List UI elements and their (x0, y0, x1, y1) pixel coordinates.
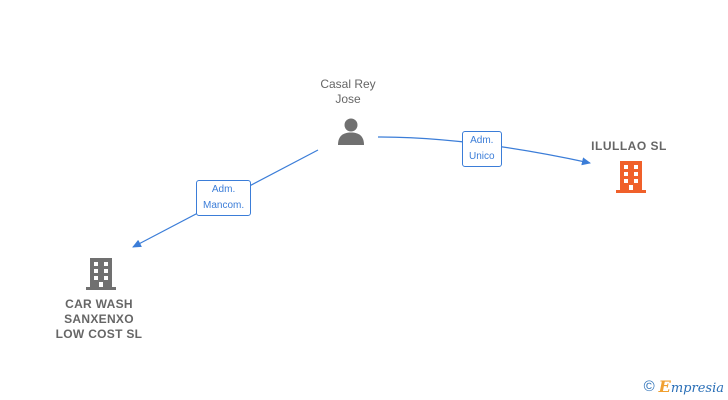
building-icon[interactable] (615, 160, 647, 194)
edge-label-line: Adm. (211, 184, 236, 195)
person-name-label[interactable]: Casal Rey Jose (320, 77, 376, 106)
person-icon[interactable] (336, 116, 366, 146)
brand-logo-text: mpresia (670, 381, 724, 396)
building-icon[interactable] (85, 257, 117, 291)
edge-label-line: Unico (469, 151, 495, 162)
brand-logo: Empresia (659, 377, 724, 396)
brand-logo-initial: E (658, 377, 671, 396)
edge-label-adm-mancom[interactable]: Adm. Mancom. (196, 180, 252, 216)
company-carwash-label[interactable]: CAR WASH SANXENXO LOW COST SL (55, 297, 143, 341)
copyright-icon: © (643, 378, 655, 395)
edge-label-line: Mancom. (203, 200, 245, 211)
brand-watermark: © Empresia (644, 377, 724, 396)
edge-label-line: Adm. (470, 135, 494, 146)
company-ilullao-label[interactable]: ILULLAO SL (591, 139, 667, 153)
edge-label-adm-unico[interactable]: Adm. Unico (462, 131, 502, 167)
